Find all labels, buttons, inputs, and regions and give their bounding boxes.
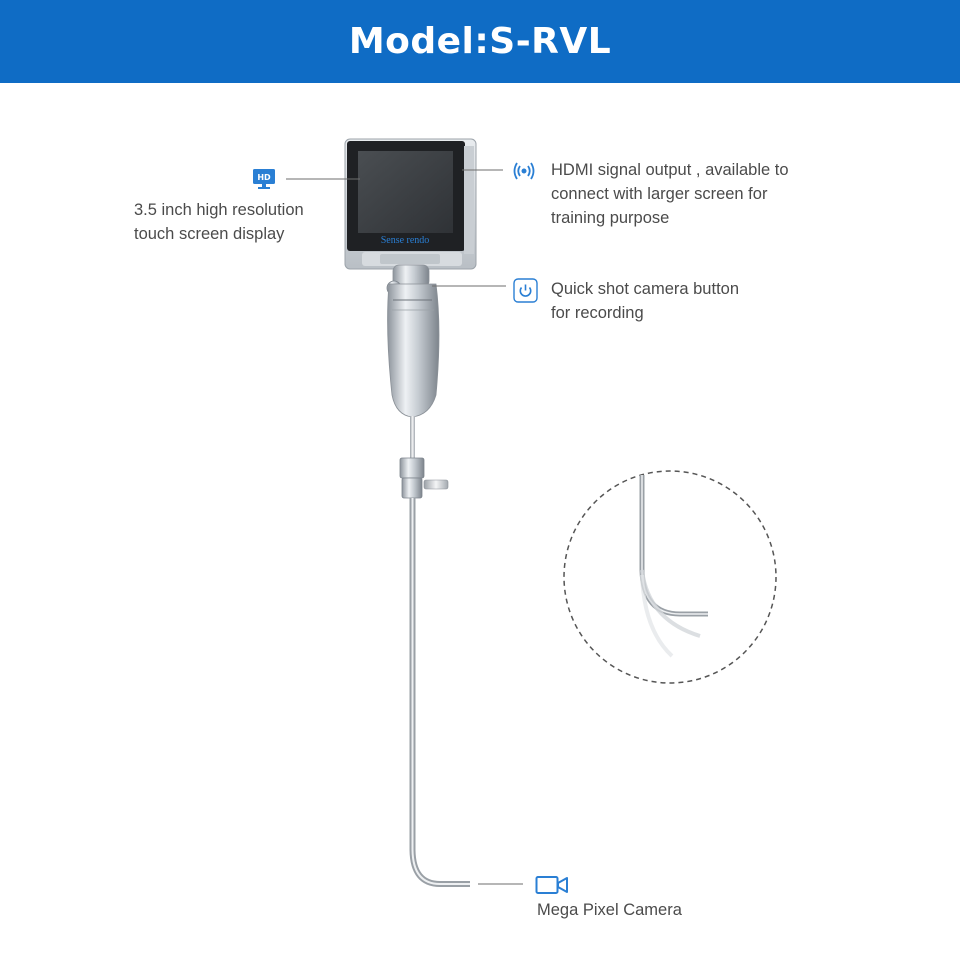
signal-broadcast-icon — [513, 162, 535, 180]
display-callout-text: 3.5 inch high resolution touch screen di… — [134, 201, 304, 243]
touch-screen — [358, 151, 453, 233]
camera-callout-text: Mega Pixel Camera — [537, 901, 682, 919]
tip-detail-circle — [563, 470, 777, 684]
monitor — [344, 138, 477, 270]
page-title: Model:S-RVL — [348, 21, 612, 62]
hd-monitor-icon: HD — [253, 169, 275, 189]
button-callout-text: Quick shot camera button for recording — [551, 280, 740, 322]
handle — [387, 283, 440, 418]
power-button-icon — [513, 278, 538, 303]
header-bar: Model:S-RVL — [0, 0, 960, 83]
hdmi-callout-text: HDMI signal output , available to connec… — [551, 161, 789, 227]
svg-text:HD: HD — [257, 173, 271, 182]
valve-connector — [399, 457, 449, 499]
screen-brand-label: Sense rendo — [381, 235, 430, 246]
video-camera-icon — [535, 876, 568, 894]
